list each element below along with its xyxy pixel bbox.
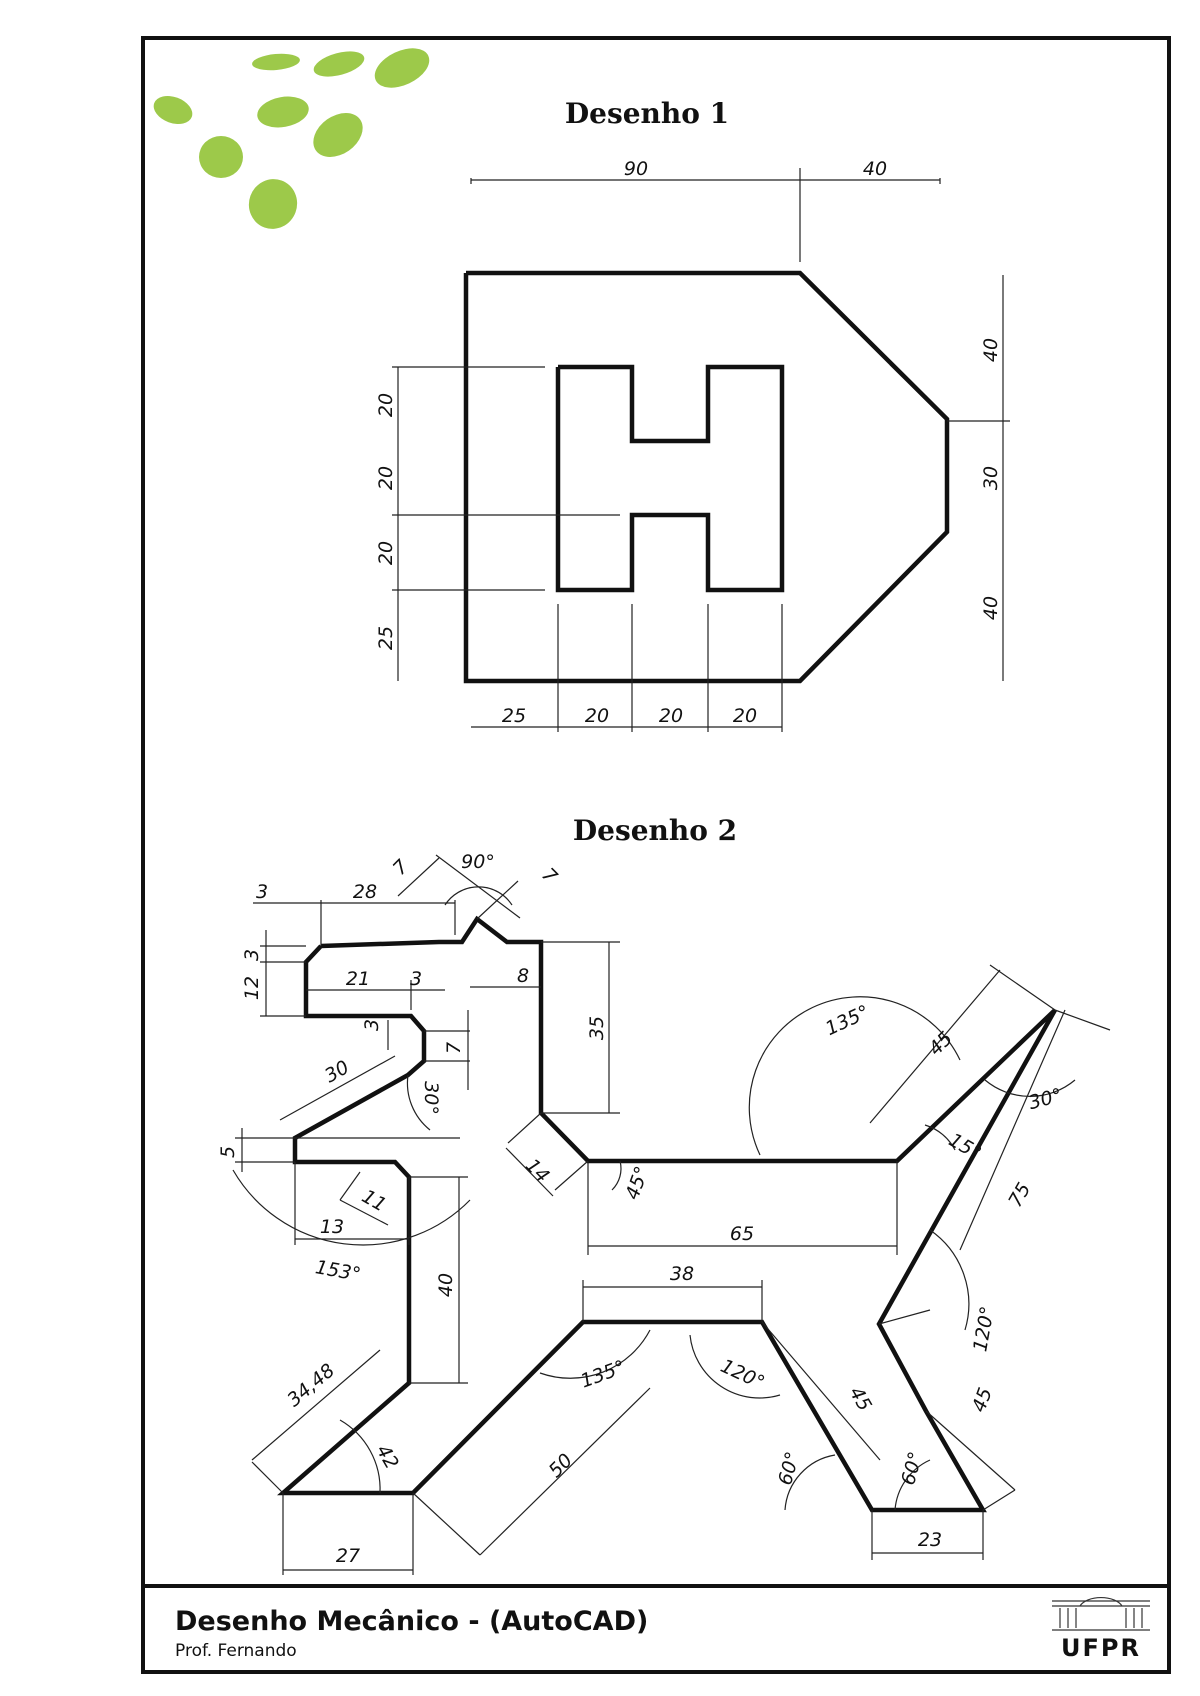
angle-120-hind: 120° bbox=[969, 1305, 999, 1354]
dim-40-right-upper: 40 bbox=[980, 338, 1002, 362]
dim-20-left-3: 20 bbox=[375, 541, 397, 565]
dim-45-hind: 45 bbox=[968, 1385, 997, 1415]
dim-42: 42 bbox=[372, 1441, 403, 1473]
drawing2-title: Desenho 2 bbox=[573, 814, 737, 847]
dim-3-nose: 3 bbox=[410, 968, 422, 990]
dim-38: 38 bbox=[670, 1263, 694, 1285]
dim-90: 90 bbox=[624, 158, 648, 180]
dim-20-bottom-3: 20 bbox=[733, 705, 757, 727]
angle-30-tail: 30° bbox=[1026, 1084, 1064, 1114]
dim-20-left-1: 20 bbox=[375, 393, 397, 417]
dim-40-top: 40 bbox=[863, 158, 887, 180]
angle-60-right: 60° bbox=[897, 1449, 927, 1487]
angle-135-back: 135° bbox=[822, 1001, 873, 1040]
dim-7-mouth: 7 bbox=[443, 1042, 465, 1054]
dim-3-head: 3 bbox=[256, 881, 268, 903]
dim-14: 14 bbox=[521, 1154, 554, 1187]
drawing1-title: Desenho 1 bbox=[565, 97, 729, 130]
drawing2-dimension-labels: 3 28 7 90° 7 3 12 21 3 8 35 3 7 30 30° 5… bbox=[217, 851, 1065, 1567]
dim-23: 23 bbox=[918, 1529, 942, 1551]
angle-45-neck: 45° bbox=[621, 1163, 653, 1202]
dim-20-left-2: 20 bbox=[375, 466, 397, 490]
dim-50: 50 bbox=[544, 1449, 577, 1482]
dim-25-left: 25 bbox=[375, 626, 397, 650]
dim-8: 8 bbox=[517, 965, 529, 987]
dim-21: 21 bbox=[346, 968, 370, 990]
ufpr-logo: UFPR bbox=[1052, 1597, 1150, 1662]
dim-5: 5 bbox=[217, 1146, 239, 1158]
dim-7-ear-left: 7 bbox=[389, 856, 413, 880]
dim-28: 28 bbox=[353, 881, 377, 903]
angle-153: 153° bbox=[314, 1256, 363, 1286]
angle-90: 90° bbox=[461, 851, 495, 873]
drawing1-part-outline bbox=[463, 270, 950, 684]
angle-30-jaw: 30° bbox=[420, 1081, 442, 1115]
dim-40-leg: 40 bbox=[435, 1273, 457, 1297]
green-dots-ornament bbox=[153, 48, 430, 229]
dim-25-bottom: 25 bbox=[502, 705, 526, 727]
dim-20-bottom-2: 20 bbox=[659, 705, 683, 727]
dim-12: 12 bbox=[241, 976, 263, 1000]
dim-35: 35 bbox=[586, 1016, 608, 1040]
course-title: Desenho Mecânico - (AutoCAD) bbox=[175, 1606, 648, 1637]
ufpr-building-icon bbox=[1052, 1597, 1150, 1631]
dim-3-mouth: 3 bbox=[361, 1019, 383, 1031]
dim-40-right-lower: 40 bbox=[980, 596, 1002, 620]
angle-135-front: 135° bbox=[578, 1356, 629, 1392]
dim-45-mid-leg: 45 bbox=[845, 1383, 876, 1415]
dim-13: 13 bbox=[320, 1216, 344, 1238]
dim-34-48: 34,48 bbox=[283, 1359, 339, 1411]
dim-3-left-vertical: 3 bbox=[241, 949, 263, 961]
drawing2-dog-outline bbox=[277, 915, 1057, 1513]
drawing1-dimension-labels: 90 40 40 30 40 20 20 20 25 25 20 20 20 bbox=[375, 158, 1002, 727]
dim-45-tail-top: 45 bbox=[924, 1027, 957, 1060]
dim-7-ear-right: 7 bbox=[537, 864, 561, 888]
dim-20-bottom-1: 20 bbox=[585, 705, 609, 727]
dim-75: 75 bbox=[1004, 1179, 1035, 1211]
dim-30-right: 30 bbox=[980, 466, 1002, 490]
drawing2-dimension-lines bbox=[232, 854, 1111, 1575]
dim-65: 65 bbox=[730, 1223, 754, 1245]
angle-15: 15° bbox=[945, 1129, 985, 1165]
drawing1-dimension-lines bbox=[392, 168, 1010, 732]
angle-60-left: 60° bbox=[774, 1449, 804, 1487]
page-frame bbox=[141, 36, 1171, 1674]
ufpr-logo-text: UFPR bbox=[1061, 1634, 1141, 1662]
professor-name: Prof. Fernando bbox=[175, 1641, 297, 1661]
dim-27: 27 bbox=[336, 1545, 360, 1567]
